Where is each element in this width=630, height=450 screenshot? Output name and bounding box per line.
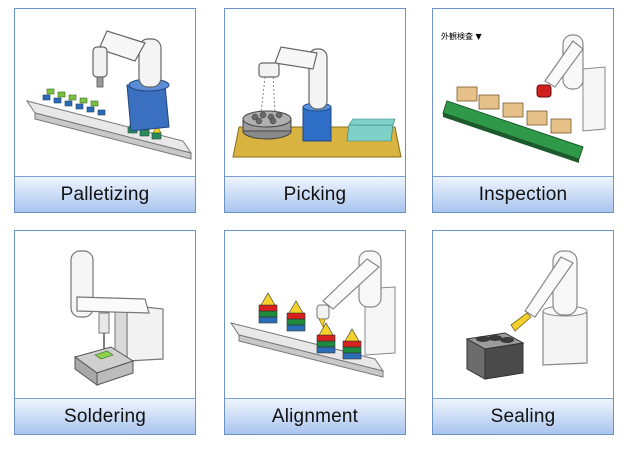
card-soldering[interactable]: Soldering (14, 230, 196, 435)
soldering-illustration (15, 231, 195, 399)
inspection-tag: 外観検査 ▼ (441, 31, 483, 41)
card-label: Sealing (433, 398, 613, 434)
sealing-illustration (433, 231, 613, 399)
palletizing-illustration (15, 9, 195, 177)
card-sealing[interactable]: Sealing (432, 230, 614, 435)
alignment-illustration (225, 231, 405, 399)
card-palletizing[interactable]: Palletizing (14, 8, 196, 213)
card-picking[interactable]: Picking (224, 8, 406, 213)
card-label: Alignment (225, 398, 405, 434)
card-alignment[interactable]: Alignment (224, 230, 406, 435)
card-label: Inspection (433, 176, 613, 212)
inspection-illustration: 外観検査 ▼ (433, 9, 613, 177)
card-inspection[interactable]: 外観検査 ▼ Inspection (432, 8, 614, 213)
picking-illustration (225, 9, 405, 177)
card-label: Picking (225, 176, 405, 212)
card-label: Palletizing (15, 176, 195, 212)
card-label: Soldering (15, 398, 195, 434)
